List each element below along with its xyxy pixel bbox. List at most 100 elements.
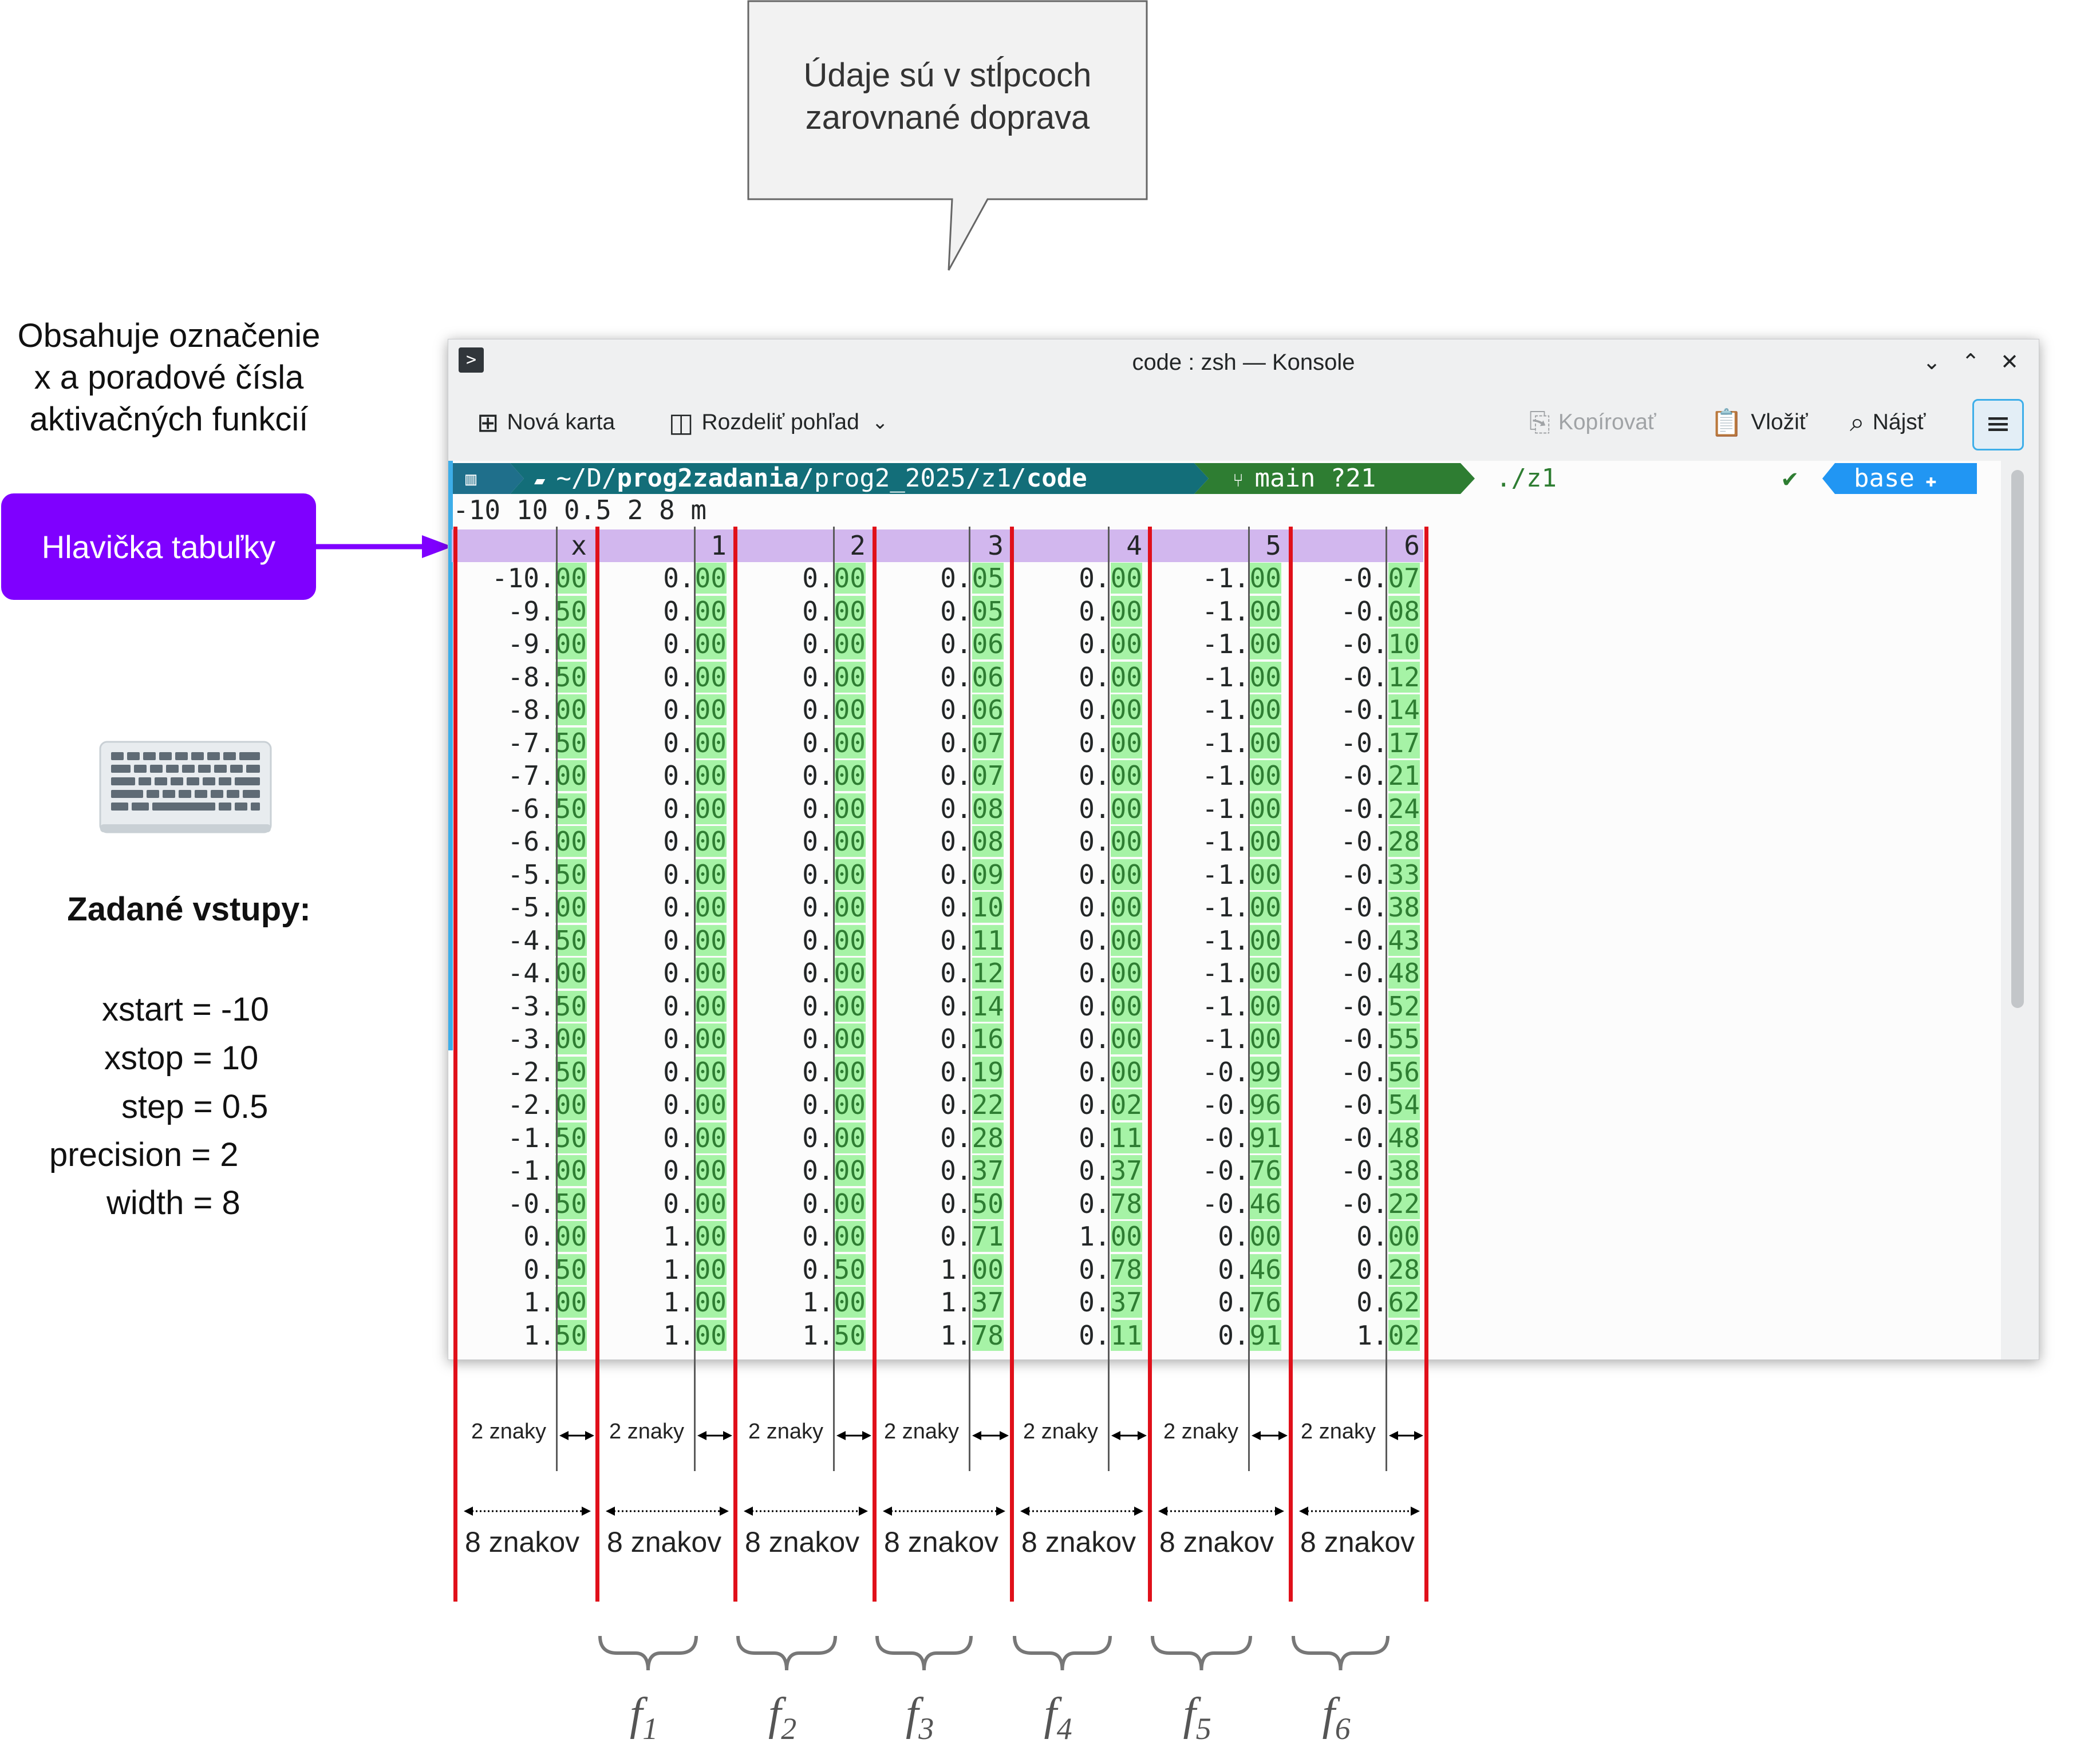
table-cell: -0.55: [1287, 1023, 1420, 1056]
cell-decimal-part: 00: [1110, 1023, 1142, 1054]
cell-integer-part: 0.: [1079, 1188, 1111, 1219]
cell-integer-part: 0.: [802, 826, 834, 857]
table-cell: 0.06: [871, 661, 1004, 694]
callout-line-1: Údaje sú v stĺpcoch: [803, 57, 1092, 94]
cell-integer-part: -0.: [1340, 1056, 1388, 1088]
cell-integer-part: 0.: [663, 1089, 695, 1120]
cell-integer-part: 0.: [802, 661, 834, 693]
inputs-title: Zadané vstupy:: [67, 891, 311, 928]
cell-integer-part: -5.: [507, 859, 555, 890]
cell-integer-part: -0.: [1340, 694, 1388, 725]
cell-integer-part: 0.: [940, 694, 972, 725]
prompt-powerline: [453, 463, 1475, 494]
table-cell: 0.06: [871, 628, 1004, 661]
new-tab-button[interactable]: ⊞ Nová karta: [477, 397, 615, 448]
cell-decimal-part: 56: [1388, 1056, 1420, 1088]
table-cell: -1.00: [1148, 957, 1281, 990]
cell-integer-part: 0.: [1079, 1155, 1111, 1186]
cell-integer-part: 0.: [940, 760, 972, 791]
input-precision: precision = 2: [49, 1136, 239, 1173]
cell-integer-part: -4.: [507, 958, 555, 989]
table-cell: -7.00: [454, 760, 587, 792]
find-label: Nájsť: [1872, 410, 1926, 434]
cell-decimal-part: 00: [1110, 990, 1142, 1022]
cell-decimal-part: 00: [1249, 629, 1281, 659]
prompt-git: ⑂ main ?21: [1233, 464, 1376, 493]
function-index: 6: [1335, 1711, 1351, 1746]
function-label-f3: f3: [906, 1689, 934, 1746]
table-cell: -1.00: [1148, 891, 1281, 924]
cell-decimal-part: 00: [1249, 661, 1281, 693]
split-view-label: Rozdeliť pohľad: [701, 410, 859, 434]
table-cell: -0.08: [1287, 595, 1420, 628]
cell-integer-part: -0.: [1340, 1188, 1388, 1219]
decimal-boundary-line: [556, 527, 558, 1471]
close-icon[interactable]: ✕: [2000, 349, 2019, 374]
paste-button[interactable]: 📋 Vložiť: [1710, 397, 1807, 448]
split-view-button[interactable]: ◫ Rozdeliť pohľad ⌄: [669, 397, 896, 448]
decimal-boundary-line: [1108, 527, 1110, 1471]
two-chars-arrow: [559, 1431, 594, 1440]
cell-decimal-part: 00: [694, 1254, 727, 1285]
terminal-accent-bar: [448, 461, 453, 1050]
cell-integer-part: -1.: [1202, 924, 1250, 956]
table-cell: -5.00: [454, 891, 587, 924]
table-cell: 0.62: [1287, 1286, 1420, 1319]
minimize-icon[interactable]: ⌄: [1923, 349, 1941, 374]
terminal-area[interactable]: ▥ ▰ ~/D/prog2zadania/prog2_2025/z1/code …: [448, 461, 2001, 1359]
copy-label: Kopírovať: [1558, 410, 1656, 434]
cell-integer-part: 0.: [663, 727, 695, 758]
cell-decimal-part: 00: [1110, 694, 1142, 725]
cell-integer-part: 0.: [940, 1188, 972, 1219]
cell-decimal-part: 50: [555, 661, 587, 693]
cell-decimal-part: 00: [834, 826, 866, 857]
cell-decimal-part: 00: [555, 1089, 587, 1120]
cell-decimal-part: 62: [1388, 1287, 1420, 1318]
cell-decimal-part: 50: [555, 859, 587, 890]
new-tab-label: Nová karta: [507, 410, 615, 434]
cell-decimal-part: 12: [1388, 661, 1420, 693]
cell-decimal-part: 00: [834, 958, 866, 989]
header-function-2: 2: [850, 530, 866, 561]
column-boundary-line: [873, 527, 877, 1602]
table-cell: 0.00: [594, 760, 727, 792]
header-description: Obsahuje označenie x a poradové čísla ak…: [0, 315, 338, 440]
cell-integer-part: 0.: [1218, 1287, 1250, 1318]
eight-chars-label: 8 znakov: [745, 1526, 860, 1558]
table-cell: -0.54: [1287, 1089, 1420, 1121]
cell-integer-part: 0.: [802, 1155, 834, 1186]
header-function-3: 3: [988, 530, 1004, 561]
cell-integer-part: 0.: [940, 661, 972, 693]
eight-chars-arrow: [1020, 1507, 1143, 1516]
cell-decimal-part: 00: [694, 1089, 727, 1120]
prompt-path: ▰ ~/D/prog2zadania/prog2_2025/z1/code: [534, 464, 1087, 493]
cell-integer-part: 0.: [663, 826, 695, 857]
cell-integer-part: -0.: [1340, 826, 1388, 857]
cell-decimal-part: 08: [1388, 595, 1420, 627]
cell-integer-part: -1.: [507, 1155, 555, 1186]
table-cell: 0.00: [594, 628, 727, 661]
cell-decimal-part: 02: [1388, 1319, 1420, 1351]
decimal-boundary-line: [694, 527, 696, 1471]
cell-decimal-part: 00: [555, 958, 587, 989]
table-cell: 0.37: [871, 1155, 1004, 1187]
cell-decimal-part: 00: [694, 760, 727, 791]
table-cell: 0.08: [871, 825, 1004, 858]
cell-integer-part: 1.: [1079, 1221, 1111, 1252]
cell-integer-part: -1.: [1202, 793, 1250, 824]
eight-chars-label: 8 znakov: [884, 1526, 999, 1558]
hamburger-menu-icon[interactable]: ≡: [1972, 399, 2024, 450]
cell-decimal-part: 37: [972, 1287, 1004, 1318]
maximize-icon[interactable]: ⌃: [1961, 349, 1980, 374]
cell-decimal-part: 00: [1110, 727, 1142, 758]
copy-button[interactable]: ⎘ Kopírovať: [1529, 397, 1656, 448]
find-button[interactable]: ⌕ Nájsť: [1850, 397, 1925, 448]
scrollbar-thumb[interactable]: [2011, 470, 2024, 1008]
search-icon: ⌕: [1850, 406, 1865, 437]
cell-decimal-part: 00: [555, 694, 587, 725]
cell-integer-part: -1.: [1202, 990, 1250, 1022]
table-cell: -0.99: [1148, 1056, 1281, 1089]
table-cell: 0.00: [733, 694, 866, 726]
table-cell: 1.00: [594, 1286, 727, 1319]
cell-integer-part: 0.: [663, 892, 695, 923]
